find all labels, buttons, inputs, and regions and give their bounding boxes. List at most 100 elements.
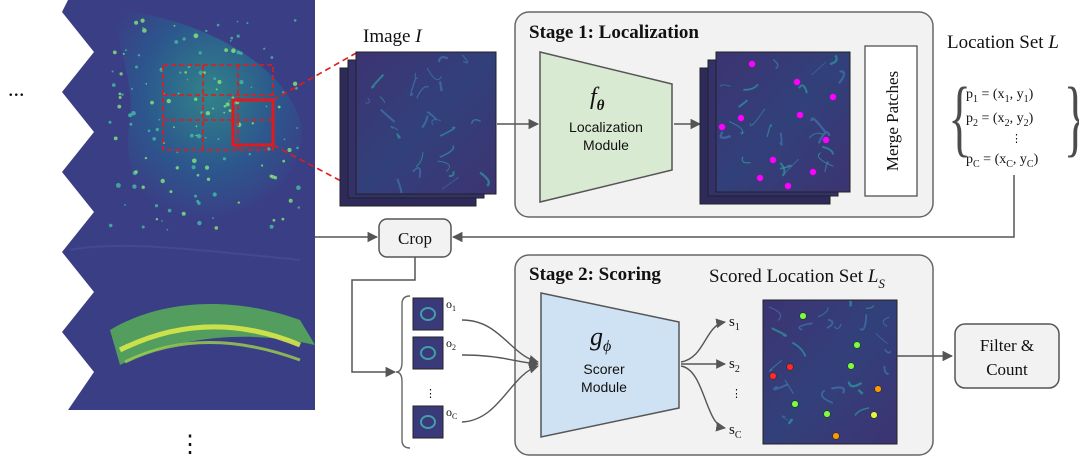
tissue-cell-dot: [142, 27, 144, 29]
merge-patches-label: Merge Patches: [883, 71, 902, 171]
scored-point: [874, 385, 882, 393]
filter-count-box: [954, 323, 1060, 389]
scorer-module-symbol: gϕ: [590, 322, 611, 355]
texture-stroke: [865, 305, 875, 309]
tissue-cell-dot: [116, 183, 121, 188]
predicted-point: [784, 182, 792, 190]
tissue-cell-dot: [216, 23, 220, 27]
tissue-cell-dot: [194, 194, 198, 198]
tissue-cell-dot: [281, 217, 285, 221]
tissue-cell-dot: [206, 177, 211, 181]
texture-stroke: [779, 162, 786, 177]
tissue-cell-dot: [142, 28, 147, 33]
tissue-cell-dot: [193, 33, 199, 39]
score-label: sC: [729, 422, 742, 441]
tissue-cell-dot: [112, 50, 117, 55]
tissue-cell-dot: [129, 122, 133, 126]
tissue-cell-dot: [134, 170, 138, 174]
tissue-cell-dot: [198, 70, 203, 75]
texture-stroke: [817, 307, 829, 318]
tissue-cell-dot: [173, 126, 175, 129]
crops-dots: ⋮: [425, 388, 436, 400]
texture-stroke: [719, 84, 731, 87]
tissue-cell-dots: [108, 18, 301, 231]
predicted-point: [793, 78, 801, 86]
crop-label: o1: [446, 297, 456, 313]
tissue-cell-dot: [237, 201, 240, 204]
tissue-cell-dot: [161, 220, 163, 222]
tissue-cell-dot: [231, 48, 236, 53]
texture-stroke: [741, 156, 751, 164]
localization-module-line2: Module: [583, 137, 629, 153]
scored-point: [799, 312, 807, 320]
scored-points: [769, 312, 882, 440]
tissue-cell-dot: [282, 91, 285, 94]
predicted-point: [718, 123, 726, 131]
tissue-cell-dot: [204, 136, 207, 139]
tissue-cell-dot: [223, 105, 227, 108]
localization-module-shape: [539, 51, 673, 203]
texture-stroke: [448, 171, 455, 178]
texture-stroke: [426, 110, 438, 121]
texture-stroke: [390, 125, 399, 131]
texture-stroke: [431, 119, 441, 126]
merge-patches-box: [864, 45, 918, 197]
tissue-cell-dot: [131, 111, 136, 116]
tissue-cell-dot: [214, 226, 219, 230]
tissue-cell-dot: [144, 156, 148, 160]
texture-stroke: [817, 131, 831, 144]
tissue-cell-dot: [174, 40, 179, 44]
scores-dots: ⋮: [731, 388, 742, 400]
tissue-cell-dot: [205, 29, 208, 33]
tissue-cell-dot: [212, 192, 217, 197]
crop-thumbnail-cell: [420, 307, 436, 321]
tissue-cell-dot: [182, 37, 186, 41]
texture-stroke: [379, 108, 396, 123]
tissue-cell-dot: [224, 48, 229, 52]
tissue-cell-dot: [132, 184, 137, 189]
tissue-cell-dot: [173, 24, 176, 27]
texture-stroke: [779, 164, 792, 170]
tissue-cell-dot: [231, 96, 235, 100]
texture-stroke: [784, 379, 794, 394]
location-set-title: Location Set L: [947, 32, 1059, 53]
tissue-cell-dot: [212, 217, 214, 220]
texture-stroke: [766, 124, 772, 137]
crop-thumbnail: [412, 336, 444, 370]
predicted-point: [822, 136, 830, 144]
tissue-cell-dot: [205, 111, 211, 116]
tissue-cell-dot: [181, 211, 186, 216]
tissue-cell-dot: [270, 56, 274, 59]
texture-stroke: [779, 132, 783, 146]
tissue-cell-dot: [186, 78, 189, 81]
image-patch-stack: [339, 51, 497, 207]
texture-stroke: [728, 121, 744, 135]
tissue-cell-dot: [288, 198, 293, 203]
scored-point: [853, 341, 861, 349]
predicted-patch-texture: [719, 54, 846, 177]
texture-stroke: [883, 365, 889, 376]
predicted-point: [769, 156, 777, 164]
tissue-cell-dot: [119, 72, 123, 76]
tissue-cell-dot: [217, 138, 220, 141]
texture-stroke: [371, 73, 385, 89]
texture-stroke: [768, 306, 782, 321]
image-patch-texture: [365, 54, 490, 194]
texture-stroke: [410, 78, 417, 97]
tissue-cell-dot: [175, 166, 179, 170]
texture-stroke: [833, 323, 842, 330]
texture-stroke: [820, 389, 834, 404]
tissue-cell-dot: [137, 54, 141, 57]
tissue-cell-dot: [124, 204, 126, 206]
scored-point: [832, 432, 840, 440]
scorer-module-shape: [540, 292, 680, 438]
scored-image: [762, 299, 898, 445]
location-set-entries: p1 = (x1, y1)p2 = (x2, y2)pC = (xC, yC): [966, 87, 1039, 170]
texture-stroke: [829, 54, 838, 66]
tissue-cell-dot: [248, 153, 251, 156]
tissue-cell-dot: [179, 71, 182, 74]
texture-stroke: [875, 333, 888, 345]
tissue-cell-dot: [297, 206, 300, 209]
texture-stroke: [439, 145, 455, 158]
predicted-point: [748, 60, 756, 68]
